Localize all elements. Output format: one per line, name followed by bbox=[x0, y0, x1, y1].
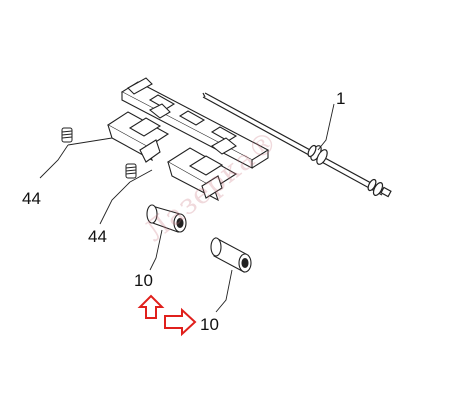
shaft-part bbox=[202, 92, 392, 198]
roller-right bbox=[210, 237, 252, 273]
callout-roller-right: 10 bbox=[200, 315, 219, 334]
arrow-up-icon bbox=[137, 294, 165, 319]
spring-upper bbox=[61, 127, 73, 143]
roller-left bbox=[146, 204, 187, 233]
callout-spring-lower: 44 bbox=[88, 227, 107, 246]
spring-lower bbox=[125, 163, 137, 179]
callout-spring-upper: 44 bbox=[22, 189, 41, 208]
leader-lines bbox=[39, 103, 335, 313]
roller-holder-bracket bbox=[106, 77, 270, 202]
arrow-right-icon bbox=[164, 307, 197, 337]
callout-roller-left: 10 bbox=[134, 271, 153, 290]
callout-shaft: 1 bbox=[336, 89, 346, 108]
